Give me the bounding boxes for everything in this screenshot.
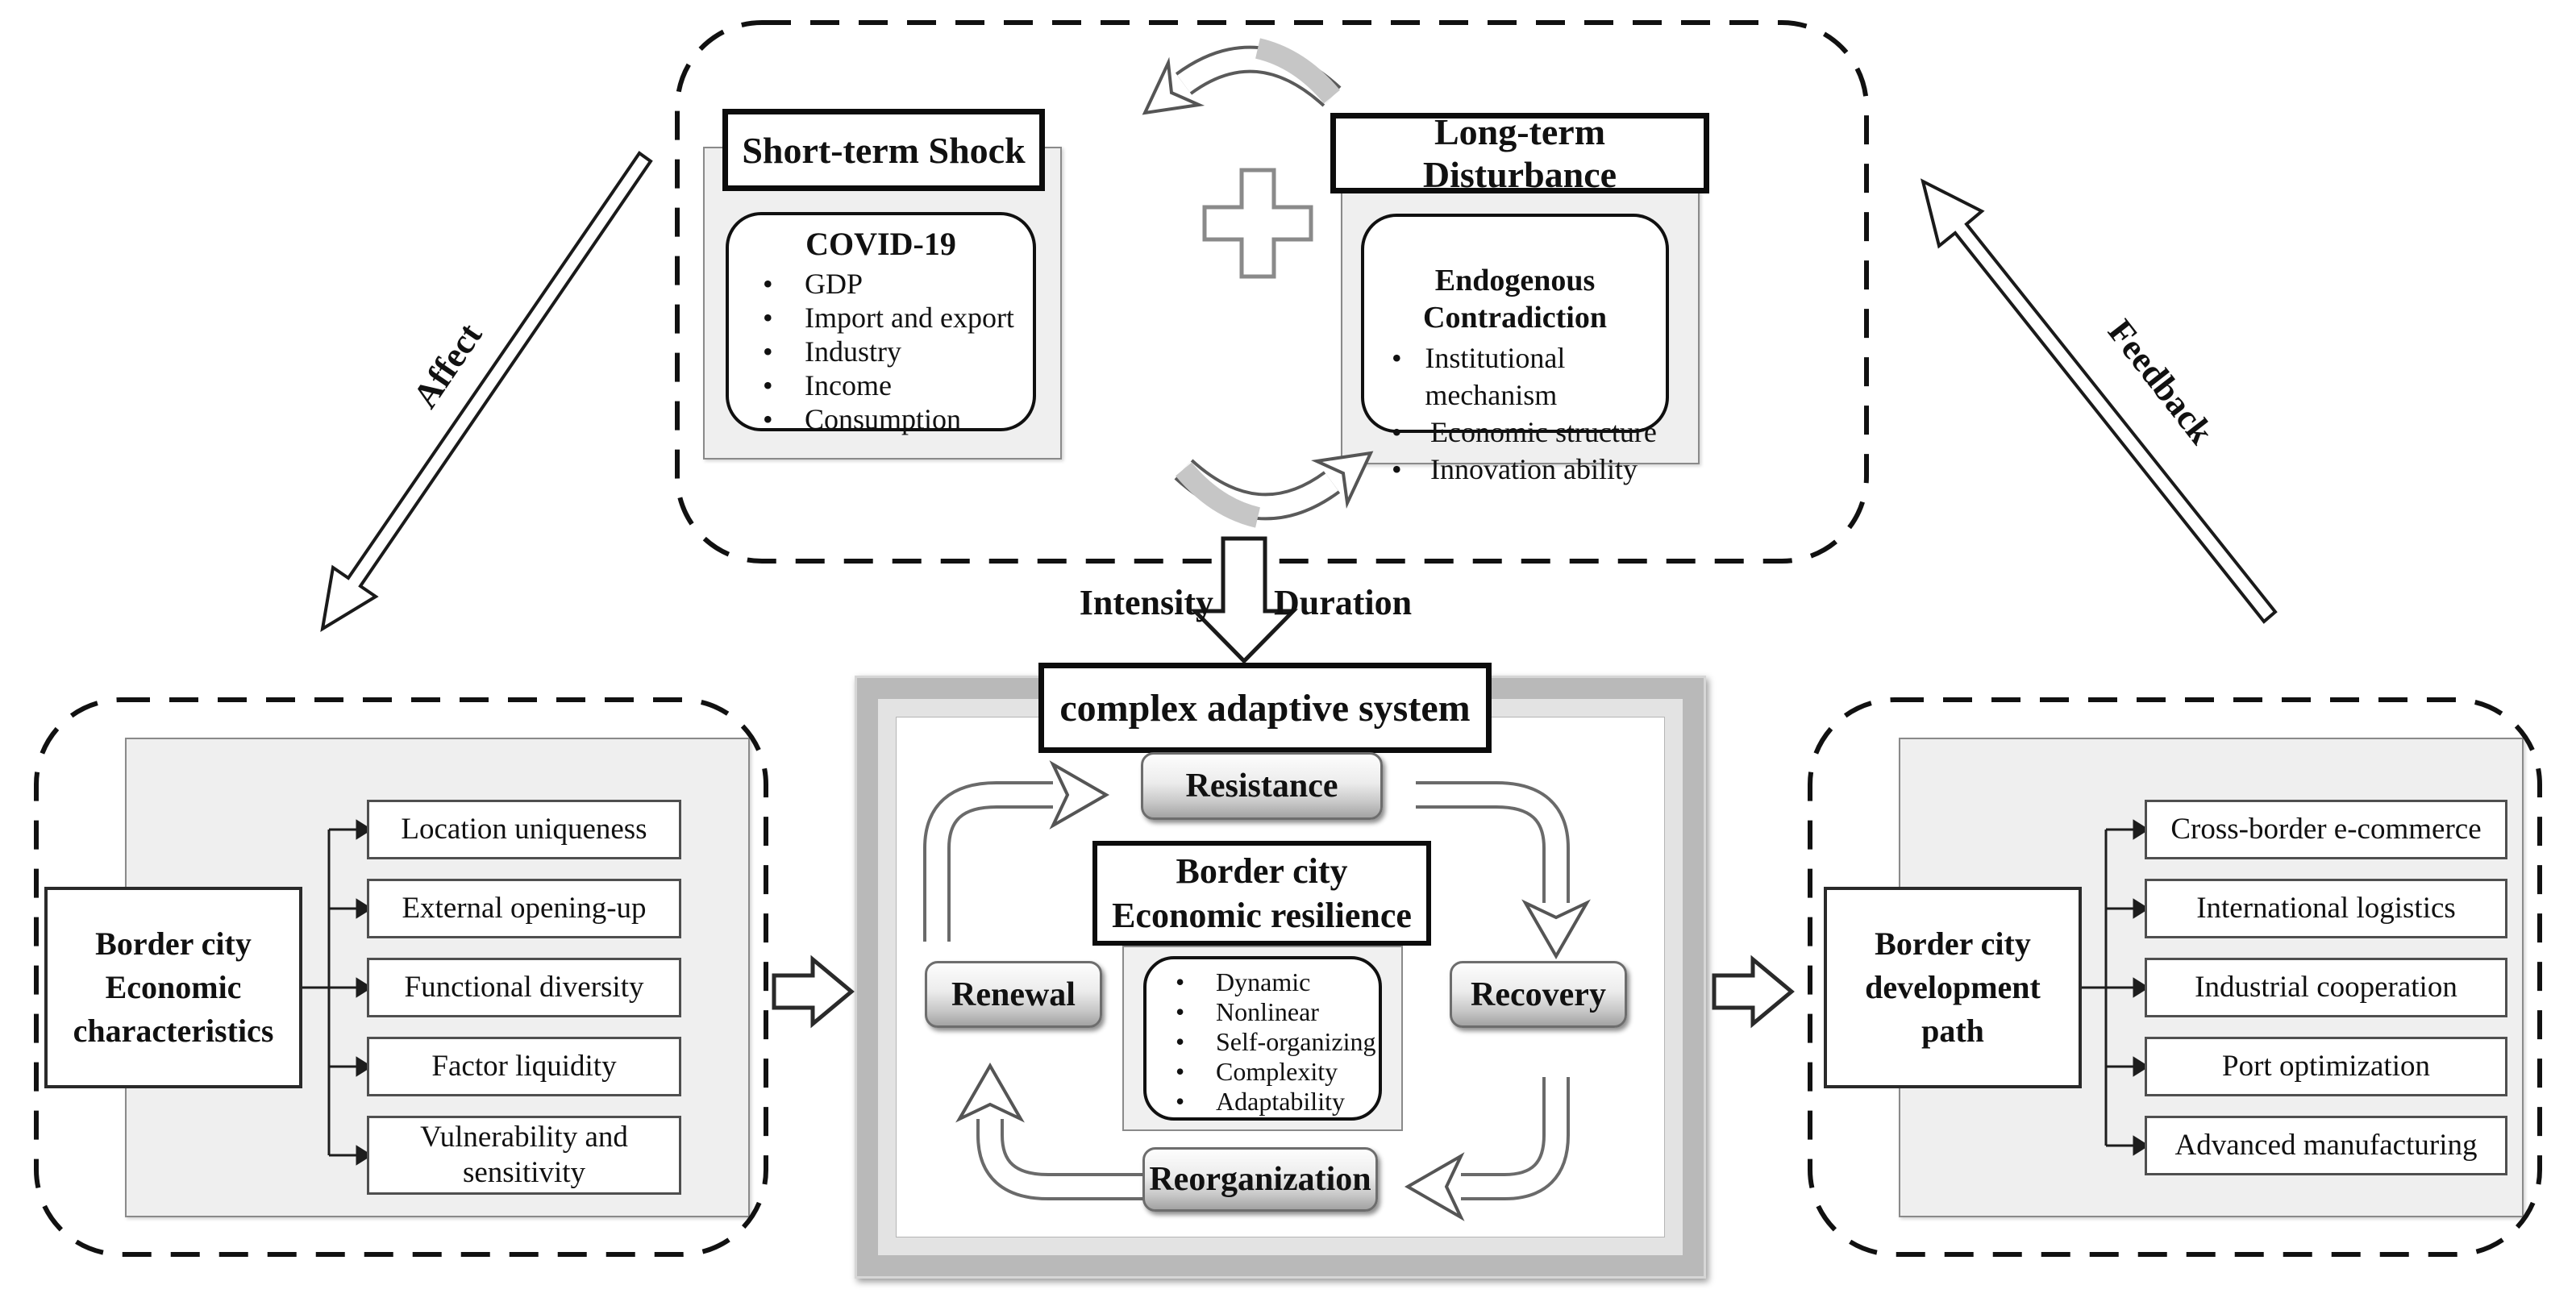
- characteristics-item: Vulnerability and sensitivity: [367, 1116, 681, 1195]
- bullet-icon: [763, 368, 805, 402]
- shock-cycle-bottom-arrow-fill: [1176, 461, 1338, 518]
- list-item: Institutional mechanism: [1392, 339, 1666, 414]
- recovery-pill: Recovery: [1450, 961, 1627, 1028]
- resilience-attributes-box: Dynamic Nonlinear Self-organizing Comple…: [1143, 956, 1382, 1121]
- bullet-icon: [1176, 967, 1216, 997]
- bullet-icon: [1176, 1057, 1216, 1087]
- bullet-icon: [1176, 1027, 1216, 1057]
- endogenous-box-title: Endogenous Contradiction: [1423, 264, 1607, 335]
- shock-cycle-top-arrow-shade: [1255, 38, 1340, 104]
- characteristics-title-box: Border city Economic characteristics: [44, 887, 302, 1088]
- path-item: Industrial cooperation: [2145, 958, 2507, 1017]
- shock-cycle-bottom-arrow-shade: [1176, 462, 1261, 528]
- affect-arrow: [320, 151, 653, 632]
- list-item: GDP: [763, 267, 1033, 301]
- list-item: Consumption: [763, 402, 1033, 436]
- characteristics-title-line: Economic: [105, 969, 242, 1005]
- short-term-shock-label: Short-term Shock: [742, 129, 1026, 171]
- plus-icon: [1202, 168, 1313, 279]
- short-term-shock-title: Short-term Shock: [722, 109, 1045, 191]
- resilience-title-line: Economic resilience: [1112, 896, 1412, 935]
- bullet-icon: [1176, 1087, 1216, 1117]
- feedback-arrow: [1920, 178, 2278, 624]
- covid-box-title: COVID-19: [805, 226, 956, 262]
- path-title-box: Border city development path: [1824, 887, 2082, 1088]
- covid-box: COVID-19 GDP Import and export Industry …: [726, 212, 1036, 435]
- list-item: Adaptability: [1176, 1087, 1379, 1117]
- characteristics-item: External opening-up: [367, 879, 681, 938]
- long-term-disturbance-label: Long-term Disturbance: [1422, 111, 1617, 195]
- path-item: International logistics: [2145, 879, 2507, 938]
- reorganization-pill: Reorganization: [1142, 1147, 1378, 1212]
- path-item: Port optimization: [2145, 1037, 2507, 1096]
- characteristics-title-line: characteristics: [73, 1013, 274, 1049]
- path-item: Cross-border e-commerce: [2145, 800, 2507, 859]
- list-item: Complexity: [1176, 1057, 1379, 1087]
- characteristics-title-line: Border city: [95, 925, 252, 962]
- bullet-icon: [1392, 414, 1430, 451]
- bullet-icon: [763, 335, 805, 368]
- duration-label: Duration: [1274, 583, 1413, 622]
- list-item: Income: [763, 368, 1033, 402]
- path-title-line: path: [1921, 1013, 1984, 1049]
- bullet-icon: [763, 301, 805, 335]
- bullet-icon: [763, 267, 805, 301]
- endogenous-contradiction-box: Endogenous Contradiction Institutional m…: [1361, 214, 1669, 485]
- characteristics-item: Functional diversity: [367, 958, 681, 1017]
- list-item: Nonlinear: [1176, 997, 1379, 1027]
- bullet-icon: [763, 402, 805, 436]
- bullet-icon: [1392, 339, 1425, 376]
- characteristics-item: Factor liquidity: [367, 1037, 681, 1096]
- list-item: Dynamic: [1176, 967, 1379, 997]
- characteristics-to-cas-arrow: [772, 955, 855, 1029]
- list-item: Self-organizing: [1176, 1027, 1379, 1057]
- characteristics-item: Location uniqueness: [367, 800, 681, 859]
- list-item: Economic structure: [1392, 414, 1666, 451]
- affect-label: Affect: [405, 316, 490, 415]
- shock-cycle-top-arrowhead: [1142, 56, 1205, 115]
- path-item: Advanced manufacturing: [2145, 1116, 2507, 1175]
- path-title-line: development: [1865, 969, 2041, 1005]
- shock-cycle-top-arrow-fill: [1177, 48, 1339, 105]
- intensity-label: Intensity: [1079, 583, 1213, 622]
- shock-cycle-top-arrow-outline: [1175, 45, 1342, 107]
- resistance-pill: Resistance: [1141, 752, 1383, 820]
- feedback-label: Feedback: [2100, 312, 2221, 451]
- bullet-icon: [1176, 997, 1216, 1027]
- list-item: Industry: [763, 335, 1033, 368]
- resilience-title-box: Border city Economic resilience: [1092, 841, 1431, 946]
- path-title-line: Border city: [1875, 925, 2031, 962]
- cas-title-label: complex adaptive system: [1059, 686, 1471, 730]
- renewal-pill: Renewal: [925, 961, 1102, 1028]
- long-term-disturbance-title: Long-term Disturbance: [1330, 111, 1709, 195]
- list-item: Import and export: [763, 301, 1033, 335]
- resilience-title-line: Border city: [1176, 851, 1348, 891]
- bullet-icon: [1392, 451, 1430, 488]
- list-item: Innovation ability: [1392, 451, 1666, 488]
- cas-title-box: complex adaptive system: [1038, 663, 1492, 753]
- shock-cycle-bottom-arrow-outline: [1174, 459, 1341, 521]
- cas-to-path-arrow: [1712, 955, 1795, 1029]
